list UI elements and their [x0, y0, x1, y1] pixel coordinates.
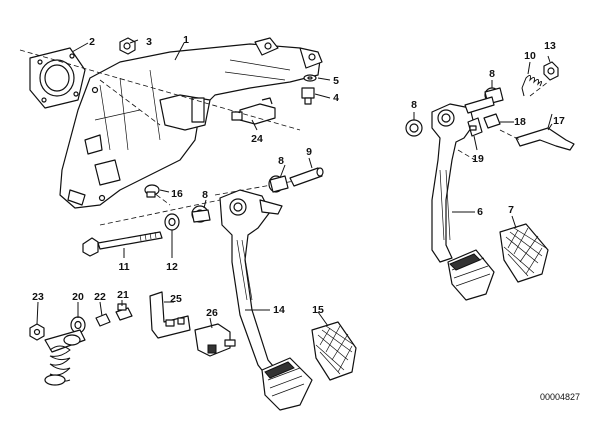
part-label-7: 7	[508, 204, 514, 216]
part-label-9: 9	[306, 146, 312, 158]
pedal-pad-center	[261, 357, 313, 411]
part-label-8-right-left: 8	[411, 99, 417, 111]
pedal-pad-right	[447, 249, 495, 301]
part-label-1: 1	[183, 34, 189, 46]
pedal-part-6	[431, 96, 495, 263]
spring-assembly	[44, 329, 86, 386]
washer-part-5	[303, 74, 317, 82]
catalog-number: 00004827	[540, 392, 580, 402]
part-label-21: 21	[117, 289, 129, 301]
part-label-22: 22	[94, 291, 106, 303]
bolt-part-11	[82, 231, 163, 257]
part-label-8-left: 8	[202, 189, 208, 201]
part-label-14: 14	[273, 304, 285, 316]
part-label-4: 4	[333, 92, 339, 104]
part-label-19-visible: 19	[472, 153, 484, 165]
part-label-13: 13	[544, 40, 556, 52]
nut-part-13	[543, 61, 559, 81]
bushing-part-8-left	[191, 205, 211, 223]
part-label-3: 3	[146, 36, 152, 48]
pin-part-18	[483, 113, 501, 129]
part-label-8-center: 8	[278, 155, 284, 167]
pedal-part-14	[219, 189, 283, 379]
bolt-part-21	[115, 303, 133, 321]
part-label-17-visible: 17	[553, 115, 565, 127]
part-label-12: 12	[166, 261, 178, 273]
part-label-23: 23	[32, 291, 44, 303]
spring-bracket-part-17	[515, 113, 575, 151]
gasket-plate	[29, 47, 86, 109]
pin-part-9	[289, 167, 324, 187]
part-label-5: 5	[333, 75, 339, 87]
assembly-guide-lines-right	[457, 81, 549, 161]
part-label-8-right-top: 8	[489, 68, 495, 80]
clip-part-19	[467, 117, 483, 137]
washer-part-20	[70, 316, 86, 334]
part-label-16: 16	[171, 188, 183, 200]
part-label-25: 25	[170, 293, 182, 305]
clip-part-16	[144, 184, 160, 198]
nut-part-3	[119, 37, 136, 55]
pedal-pad-part-7	[499, 223, 549, 283]
leader-lines	[36, 39, 553, 329]
bracket-part-25	[149, 291, 191, 339]
pedal-bracket	[59, 37, 323, 209]
clip-part-22	[95, 313, 111, 327]
part-label-2: 2	[89, 36, 95, 48]
nut-part-23	[29, 323, 45, 341]
spring-part-10	[521, 74, 543, 97]
bolt-part-4	[301, 87, 315, 105]
part-label-10: 10	[524, 50, 536, 62]
switch-part-26	[194, 323, 236, 357]
part-label-26: 26	[206, 307, 218, 319]
part-labels: 2 3 1 5 4 24 16 8 9 8 11 12 23 20 22 21 …	[32, 34, 580, 402]
switch-part-24	[231, 97, 276, 125]
part-label-6: 6	[477, 206, 483, 218]
part-label-18-visible: 18	[514, 116, 526, 128]
bushing-part-8-right-left	[405, 119, 423, 137]
pedal-pad-part-15	[311, 321, 357, 381]
part-label-15: 15	[312, 304, 324, 316]
bushing-part-8-upper	[268, 175, 289, 193]
part-label-24: 24	[251, 133, 263, 145]
part-label-20: 20	[72, 291, 84, 303]
washer-part-12	[164, 213, 180, 231]
part-label-11: 11	[118, 261, 129, 273]
